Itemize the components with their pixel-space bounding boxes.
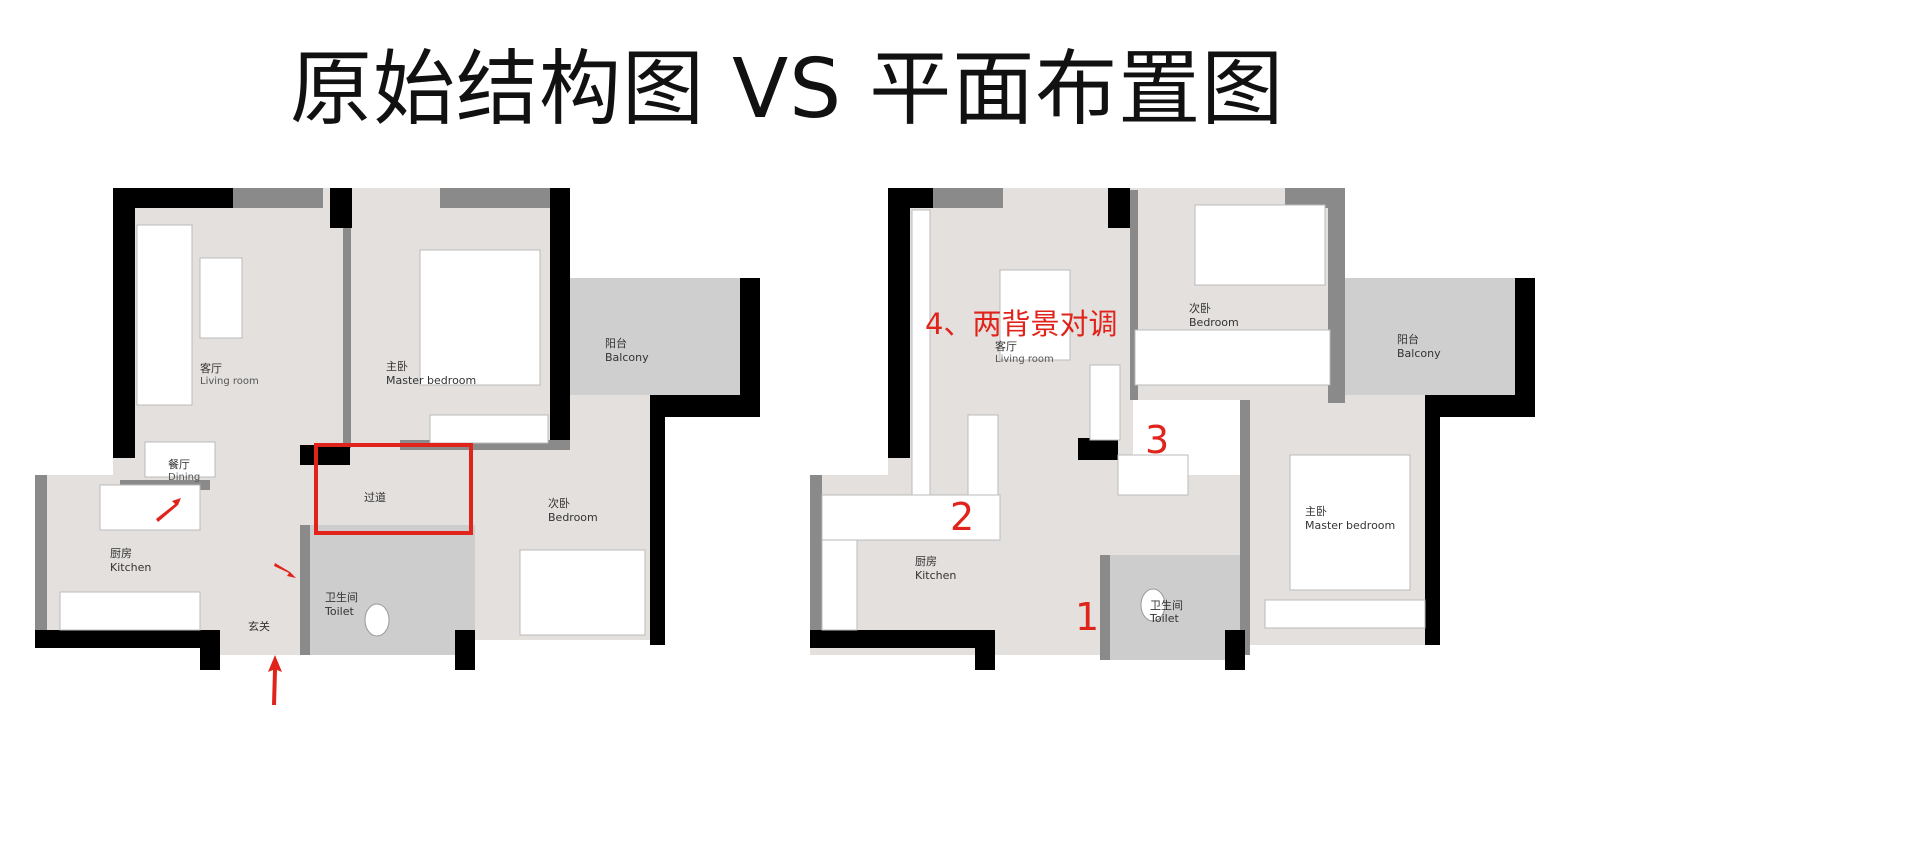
- master-cn-label: 主卧: [1305, 505, 1327, 518]
- passage-highlight-box: [314, 443, 473, 535]
- kitchen-en-label: Kitchen: [110, 561, 151, 574]
- annotation-2: 2: [950, 495, 974, 539]
- original-plan: 客厅 Living room 主卧 Master bedroom 阳台 Balc…: [35, 188, 760, 705]
- passage-cn-label: 过道: [364, 490, 386, 504]
- master-en-label: Master bedroom: [1305, 519, 1395, 532]
- annotation-1: 1: [1075, 595, 1099, 639]
- bedroom-cn-label: 次卧: [1189, 301, 1211, 315]
- annotation-note-4: 4、两背景对调: [925, 307, 1117, 341]
- living-cn-label: 客厅: [995, 339, 1017, 353]
- page-title: 原始结构图 VS 平面布置图: [290, 42, 1285, 137]
- bedroom-cn-label: 次卧: [548, 496, 570, 510]
- bedroom-en-label: Bedroom: [1189, 316, 1239, 329]
- balcony-cn-label: 阳台: [1397, 332, 1419, 346]
- toilet-cn-label: 卫生间: [325, 590, 358, 604]
- layout-plan: 客厅 Living room 次卧 Bedroom 阳台 Balcony 主卧 …: [810, 188, 1535, 670]
- entry-cn-label: 玄关: [248, 619, 270, 633]
- toilet-en-label: Toilet: [1149, 612, 1179, 625]
- balcony-en-label: Balcony: [605, 351, 649, 364]
- bedroom-en-label: Bedroom: [548, 511, 598, 524]
- balcony-cn-label: 阳台: [605, 336, 627, 350]
- kitchen-en-label: Kitchen: [915, 569, 956, 582]
- living-en-label: Living room: [200, 376, 259, 387]
- master-en-label: Master bedroom: [386, 374, 476, 387]
- kitchen-cn-label: 厨房: [915, 555, 937, 568]
- master-cn-label: 主卧: [386, 360, 408, 373]
- living-en-label: Living room: [995, 354, 1054, 365]
- living-cn-label: 客厅: [200, 361, 222, 375]
- toilet-en-label: Toilet: [324, 605, 354, 618]
- kitchen-cn-label: 厨房: [110, 547, 132, 560]
- dining-cn-label: 餐厅: [168, 457, 190, 471]
- balcony-en-label: Balcony: [1397, 347, 1441, 360]
- annotation-3: 3: [1145, 418, 1169, 462]
- toilet-cn-label: 卫生间: [1150, 598, 1183, 612]
- dining-en-label: Dining: [168, 472, 200, 483]
- arrow-icon: [156, 498, 296, 705]
